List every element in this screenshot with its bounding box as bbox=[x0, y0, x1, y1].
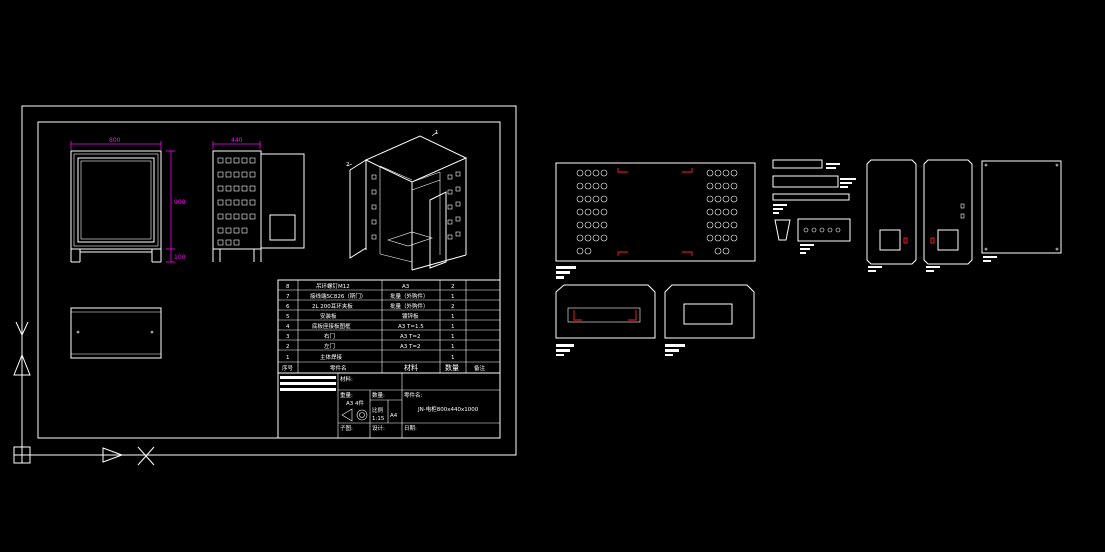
svg-text:序号: 序号 bbox=[282, 364, 294, 372]
part-label-blocks bbox=[556, 163, 997, 356]
svg-text:主体焊接: 主体焊接 bbox=[320, 353, 343, 361]
callout-1: 1 bbox=[435, 130, 439, 136]
side-view bbox=[212, 150, 305, 262]
tb-drawn-label: 子图: bbox=[340, 424, 353, 432]
part-large-panel bbox=[555, 162, 756, 262]
dim-width: 800 bbox=[109, 137, 121, 144]
dimension-lines bbox=[70, 141, 261, 263]
svg-text:7: 7 bbox=[286, 294, 290, 300]
dim-base: 100 bbox=[174, 254, 186, 261]
sheet-outer-frame bbox=[21, 105, 517, 456]
projection-symbol bbox=[341, 408, 368, 422]
svg-text:2: 2 bbox=[451, 284, 455, 290]
bom-rows: 8 吊环螺钉M12 A3 2 7 接线端SC826（斯门） 批量（外购件） 1 … bbox=[282, 282, 486, 372]
tb-scale-label: 比例 bbox=[372, 406, 384, 414]
part-door-left bbox=[866, 159, 917, 265]
svg-text:材料: 材料 bbox=[404, 363, 418, 372]
svg-text:8: 8 bbox=[286, 284, 290, 290]
tb-qty-label: 数量: bbox=[372, 391, 385, 399]
svg-text:接线端SC826（斯门）: 接线端SC826（斯门） bbox=[310, 292, 366, 300]
title-block bbox=[277, 372, 501, 439]
svg-text:吊环螺钉M12: 吊环螺钉M12 bbox=[316, 282, 350, 290]
svg-text:1: 1 bbox=[451, 355, 455, 361]
part-door-right bbox=[923, 159, 973, 265]
svg-text:安装板: 安装板 bbox=[320, 312, 337, 320]
svg-text:A3: A3 bbox=[402, 284, 410, 290]
front-view bbox=[70, 150, 162, 263]
dim-height: 900 bbox=[174, 199, 186, 206]
svg-text:A3 T=2: A3 T=2 bbox=[400, 334, 420, 340]
tb-part-name: JN-电柜800x440x1000 bbox=[417, 405, 479, 413]
svg-text:备注: 备注 bbox=[474, 364, 486, 372]
tb-size: A4 bbox=[390, 413, 398, 419]
svg-text:右门: 右门 bbox=[324, 332, 335, 340]
svg-text:1: 1 bbox=[451, 324, 455, 330]
svg-text:零件名: 零件名 bbox=[330, 364, 347, 372]
tb-part-label: 零件名: bbox=[404, 391, 423, 399]
svg-text:1: 1 bbox=[451, 314, 455, 320]
tb-material-label: 材料: bbox=[340, 375, 353, 383]
svg-text:6: 6 bbox=[286, 304, 290, 310]
svg-text:1: 1 bbox=[451, 334, 455, 340]
part-plate bbox=[981, 160, 1062, 254]
part-strips bbox=[772, 159, 851, 242]
svg-text:1: 1 bbox=[451, 344, 455, 350]
tb-design-label: 设计: bbox=[372, 424, 385, 432]
svg-text:2: 2 bbox=[286, 344, 290, 350]
tb-scale-value: 1:15 bbox=[372, 416, 385, 422]
svg-text:数量: 数量 bbox=[445, 363, 459, 372]
svg-text:A3 T=1.5: A3 T=1.5 bbox=[398, 324, 424, 330]
svg-text:1: 1 bbox=[451, 294, 455, 300]
callout-2: 2 bbox=[346, 162, 350, 168]
top-view bbox=[70, 307, 162, 359]
svg-text:3: 3 bbox=[286, 334, 290, 340]
part-bottom-right bbox=[664, 284, 755, 339]
svg-text:2: 2 bbox=[451, 304, 455, 310]
isometric-view bbox=[346, 131, 468, 271]
tb-weight-label: 重量: bbox=[340, 391, 353, 399]
svg-text:左门: 左门 bbox=[324, 342, 335, 350]
svg-text:2L 200耳环夹板: 2L 200耳环夹板 bbox=[312, 302, 353, 310]
ucs-icon bbox=[13, 321, 155, 466]
tb-date-label: 日期: bbox=[404, 425, 417, 432]
part-bottom-left bbox=[555, 284, 656, 339]
svg-text:4: 4 bbox=[286, 324, 290, 330]
svg-text:5: 5 bbox=[286, 314, 290, 320]
svg-text:1: 1 bbox=[286, 355, 290, 361]
tb-weight-value: A3 4件 bbox=[346, 399, 365, 407]
svg-text:A3 T=2: A3 T=2 bbox=[400, 344, 420, 350]
svg-text:镀锌板: 镀锌板 bbox=[402, 312, 419, 320]
svg-text:批量（外购件）: 批量（外购件） bbox=[390, 292, 429, 300]
dim-side-width: 440 bbox=[231, 137, 243, 144]
svg-text:底板座接板图框: 底板座接板图框 bbox=[312, 322, 351, 330]
svg-text:批量（外购件）: 批量（外购件） bbox=[390, 302, 429, 310]
